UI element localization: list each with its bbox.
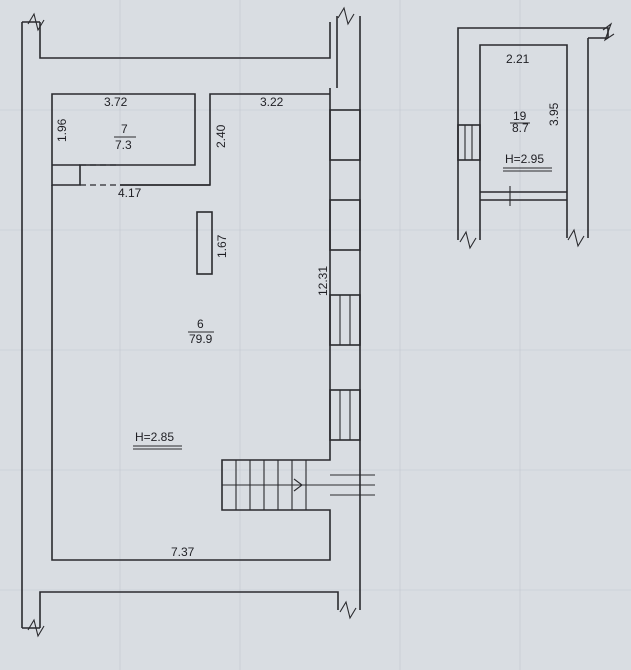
annex-inner-walls [479, 44, 568, 240]
entry-door [330, 474, 375, 496]
break-mark-bottom-right [339, 600, 357, 620]
annex-dim-width: 2.21 [506, 52, 530, 66]
break-mark-top-left [27, 12, 45, 32]
chimney-hatch-2 [329, 199, 361, 251]
dim-room7-height: 1.96 [55, 118, 69, 142]
annex-sill [480, 186, 567, 206]
annex-break-top-right [602, 22, 615, 42]
stair [222, 460, 330, 510]
outer-bottom-wall [22, 591, 339, 629]
break-mark-top-right [337, 6, 355, 26]
outer-left-wall [21, 21, 331, 628]
dim-partition-length: 2.40 [214, 124, 228, 148]
dim-column-length: 1.67 [215, 234, 229, 258]
room6-number: 6 [197, 317, 204, 331]
dim-bottom-width: 7.37 [171, 545, 195, 559]
room19-area: 8.7 [512, 121, 529, 135]
annex-break-bottom-right [567, 228, 585, 248]
room7-area: 7.3 [115, 138, 132, 152]
annex-window [457, 124, 481, 161]
window-1 [329, 294, 361, 346]
dim-side-length: 12.31 [316, 266, 330, 296]
room19-number: 19 [513, 109, 527, 123]
dim-room7-width: 3.72 [104, 95, 128, 109]
main-block: 3.72 1.96 3.22 2.40 4.17 1.67 12.31 7.37… [21, 6, 375, 638]
annex-block: 2.21 3.95 19 8.7 H=2.95 [457, 22, 615, 250]
room7-number: 7 [121, 122, 128, 136]
annex-break-bottom-left [459, 230, 477, 250]
dim-opening-width: 4.17 [118, 186, 142, 200]
main-ceiling-height: H=2.85 [135, 430, 174, 444]
interior-perimeter [51, 88, 331, 561]
window-2 [329, 389, 361, 441]
annex-ceiling-height: H=2.95 [505, 152, 544, 166]
dim-corridor-width: 3.22 [260, 95, 284, 109]
chimney-hatch-1 [329, 109, 361, 161]
column [196, 211, 213, 275]
break-mark-bottom-left [27, 618, 45, 638]
room6-area: 79.9 [189, 332, 213, 346]
annex-dim-height: 3.95 [547, 102, 561, 126]
